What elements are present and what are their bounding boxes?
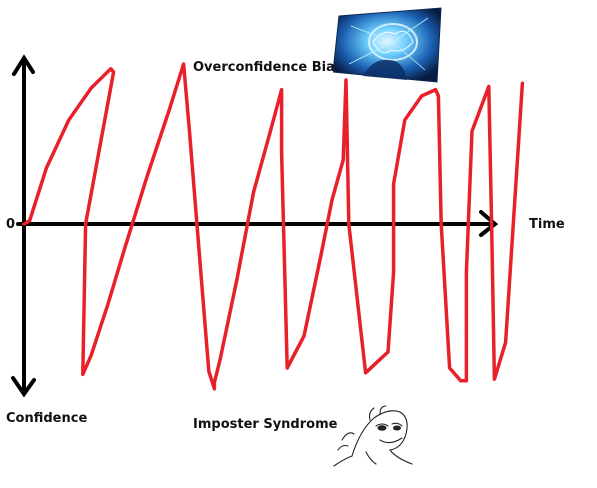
origin-label: 0 <box>6 217 16 232</box>
x-axis-arrow <box>479 210 499 237</box>
y-axis-label: Confidence <box>6 411 88 426</box>
axes <box>11 54 499 398</box>
annotation-imposter-syndrome: Imposter Syndrome <box>193 417 338 432</box>
glowing-brain-image <box>333 7 442 83</box>
annotation-overconfidence-bias: Overconfidence Bias <box>193 60 343 75</box>
y-axis-arrow-up <box>12 54 35 76</box>
y-axis-arrow-down <box>11 376 36 398</box>
smug-face-drawing <box>333 405 413 467</box>
x-axis-label: Time <box>529 217 565 232</box>
confidence-line <box>22 62 525 391</box>
